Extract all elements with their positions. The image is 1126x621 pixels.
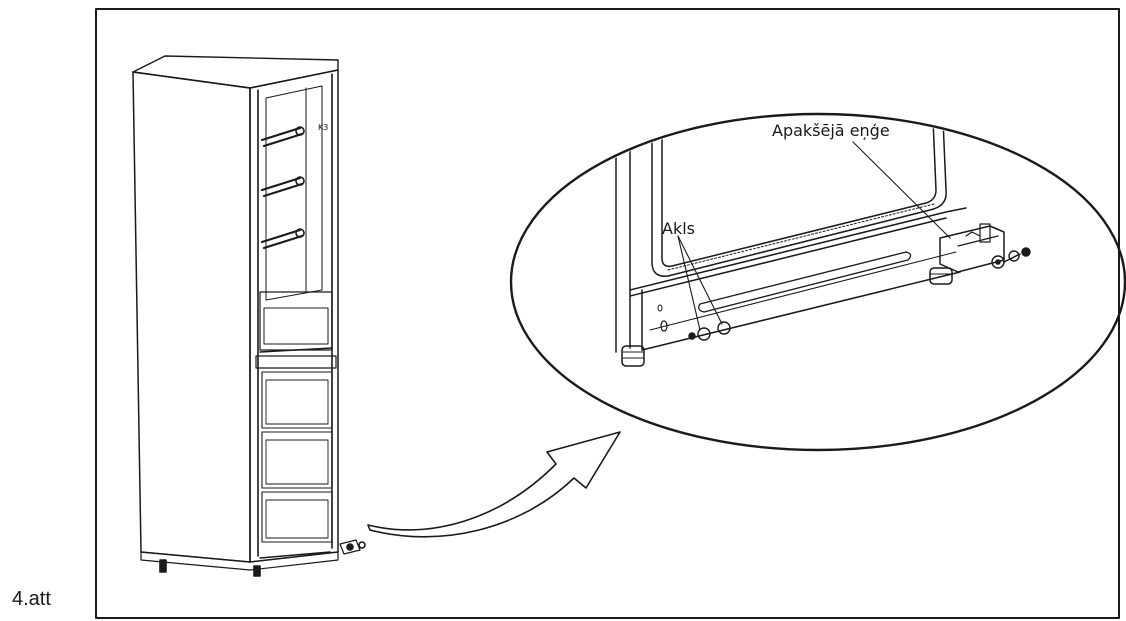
zoom-ellipse [509,112,1126,452]
svg-text:K3: K3 [318,123,328,132]
refrigerator-illustration: K3 [132,55,366,577]
zoom-detail [509,112,1126,452]
zoom-arrow [367,431,621,538]
figure-caption: 4.att [12,588,51,610]
blind-cover-label: Akls [662,219,695,238]
lower-hinge-label: Apakšējā eņģe [772,121,890,140]
